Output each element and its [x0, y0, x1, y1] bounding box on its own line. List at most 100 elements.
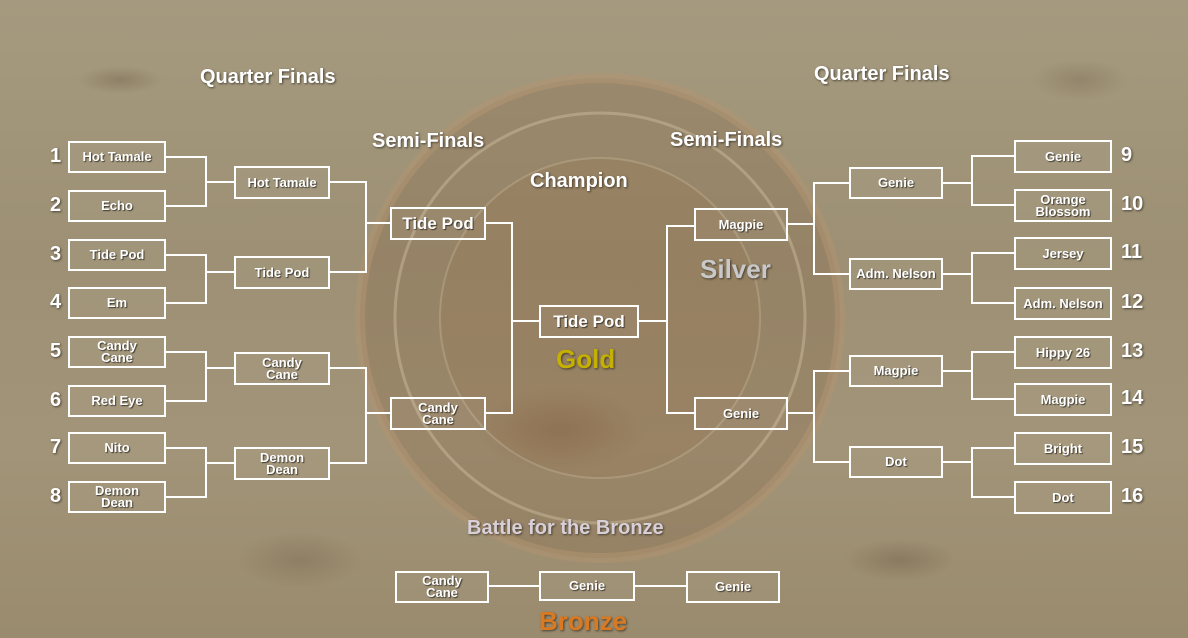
right-quarter-team-2-label: Adm. Nelson — [856, 266, 936, 281]
left-quarter-connector-1 — [330, 181, 367, 273]
right-r1-team-1-label: Genie — [1044, 148, 1082, 164]
left-r1-team-2-label: Echo — [101, 198, 133, 213]
right-quarter-team-4-label: Dot — [885, 454, 907, 469]
right-r1-connector-2 — [971, 252, 1014, 304]
left-quarter-team-1-label: Hot Tamale — [247, 174, 317, 190]
right-seed-11: 11 — [1121, 241, 1143, 263]
left-seed-2: 2 — [50, 194, 62, 216]
right-r1-team-2[interactable]: Orange Blossom — [1014, 189, 1112, 222]
right-semi-team-2-label: Genie — [722, 405, 760, 421]
right-seed-10: 10 — [1121, 193, 1144, 215]
left-r1-team-4-label: Em — [106, 295, 128, 310]
left-quarter-team-1[interactable]: Hot Tamale — [234, 166, 330, 199]
right-seed-15: 15 — [1121, 436, 1144, 458]
right-r1-team-4[interactable]: Adm. Nelson — [1014, 287, 1112, 320]
right-r1-connector-4 — [971, 447, 1014, 498]
champion-heading: Champion — [530, 170, 628, 192]
left-seed-7: 7 — [50, 436, 62, 458]
left-semi-team-1-label: Tide Pod — [402, 213, 474, 233]
right-r1-connector-3 — [971, 351, 1014, 400]
right-r1-team-1[interactable]: Genie — [1014, 140, 1112, 173]
left-seed-3: 3 — [50, 243, 62, 265]
silver-label: Silver — [700, 254, 771, 284]
champion-box[interactable]: Tide Pod — [539, 305, 639, 338]
left-semi-team-1[interactable]: Tide Pod — [390, 207, 486, 240]
right-quarter-team-3[interactable]: Magpie — [849, 355, 943, 387]
quarter-finals-left-heading: Quarter Finals — [200, 66, 336, 88]
right-quarter-team-1-label: Genie — [877, 175, 915, 190]
left-r1-connector-1 — [166, 156, 207, 207]
left-r1-connector-4 — [166, 447, 207, 498]
left-quarter-connector-2 — [330, 367, 367, 464]
right-seed-13: 13 — [1121, 340, 1144, 362]
laurel-emblem — [355, 73, 845, 563]
left-r1-team-4[interactable]: Em — [68, 287, 166, 319]
left-quarter-team-3[interactable]: Candy Cane — [234, 352, 330, 385]
left-r1-team-7[interactable]: Nito — [68, 432, 166, 464]
left-r1-team-3[interactable]: Tide Pod — [68, 239, 166, 271]
right-r1-team-6-label: Magpie — [1040, 391, 1086, 407]
right-r1-team-6[interactable]: Magpie — [1014, 383, 1112, 416]
left-r1-connector-3 — [166, 351, 207, 402]
left-r1-team-5-label: Candy Cane — [97, 338, 137, 365]
right-seed-16: 16 — [1121, 485, 1144, 507]
left-semi-connector — [486, 222, 513, 414]
bronze-left-team-label: Candy Cane — [422, 573, 462, 600]
champion-box-label: Tide Pod — [553, 311, 625, 331]
left-semi-team-2[interactable]: Candy Cane — [390, 397, 486, 430]
left-seed-5: 5 — [50, 340, 62, 362]
right-semi-team-2[interactable]: Genie — [694, 397, 788, 430]
left-quarter-team-2-label: Tide Pod — [254, 264, 310, 280]
right-r1-team-4-label: Adm. Nelson — [1023, 295, 1103, 311]
right-r1-team-3[interactable]: Jersey — [1014, 237, 1112, 270]
bronze-battle-heading: Battle for the Bronze — [467, 517, 664, 539]
left-r1-team-6[interactable]: Red Eye — [68, 385, 166, 417]
bronze-winner-box-label: Genie — [568, 578, 606, 593]
left-quarter-team-2[interactable]: Tide Pod — [234, 256, 330, 289]
left-quarter-team-4-label: Demon Dean — [259, 449, 305, 477]
right-seed-9: 9 — [1121, 144, 1133, 166]
bronze-right-team-label: Genie — [714, 579, 752, 594]
right-quarter-connector-2 — [813, 370, 849, 463]
right-quarter-team-1[interactable]: Genie — [849, 167, 943, 199]
left-seed-4: 4 — [50, 291, 62, 313]
bronze-winner-box[interactable]: Genie — [539, 571, 635, 601]
left-r1-team-6-label: Red Eye — [91, 393, 143, 408]
right-r1-team-2-label: Orange Blossom — [1035, 191, 1091, 219]
right-r1-team-7-label: Bright — [1043, 440, 1083, 456]
left-quarter-team-3-label: Candy Cane — [262, 354, 302, 382]
left-r1-team-8[interactable]: Demon Dean — [68, 481, 166, 513]
right-quarter-connector-1 — [813, 182, 849, 275]
right-seed-12: 12 — [1121, 291, 1144, 313]
right-quarter-team-2[interactable]: Adm. Nelson — [849, 258, 943, 290]
left-r1-team-7-label: Nito — [104, 440, 130, 455]
left-seed-6: 6 — [50, 389, 62, 411]
right-r1-team-5[interactable]: Hippy 26 — [1014, 336, 1112, 369]
semi-finals-right-heading: Semi-Finals — [670, 129, 783, 151]
right-semi-team-1[interactable]: Magpie — [694, 208, 788, 241]
gold-label: Gold — [556, 344, 616, 374]
bronze-right-team[interactable]: Genie — [686, 571, 780, 603]
right-r1-team-7[interactable]: Bright — [1014, 432, 1112, 465]
left-r1-team-2[interactable]: Echo — [68, 190, 166, 222]
right-semi-team-1-label: Magpie — [718, 216, 764, 232]
left-r1-team-1[interactable]: Hot Tamale — [68, 141, 166, 173]
right-r1-team-8-label: Dot — [1052, 489, 1074, 505]
left-r1-team-3-label: Tide Pod — [89, 247, 145, 262]
right-quarter-team-3-label: Magpie — [873, 363, 919, 378]
left-seed-8: 8 — [50, 485, 62, 507]
left-r1-team-5[interactable]: Candy Cane — [68, 336, 166, 368]
semi-finals-left-heading: Semi-Finals — [372, 130, 485, 152]
bronze-left-team[interactable]: Candy Cane — [395, 571, 489, 603]
left-quarter-team-4[interactable]: Demon Dean — [234, 447, 330, 480]
left-semi-team-2-label: Candy Cane — [418, 399, 458, 427]
right-semi-connector — [666, 225, 694, 414]
right-r1-team-8[interactable]: Dot — [1014, 481, 1112, 514]
right-r1-team-5-label: Hippy 26 — [1035, 344, 1091, 360]
left-r1-team-8-label: Demon Dean — [94, 483, 140, 510]
quarter-finals-right-heading: Quarter Finals — [814, 63, 950, 85]
right-quarter-team-4[interactable]: Dot — [849, 446, 943, 478]
right-r1-connector-1 — [971, 155, 1014, 206]
